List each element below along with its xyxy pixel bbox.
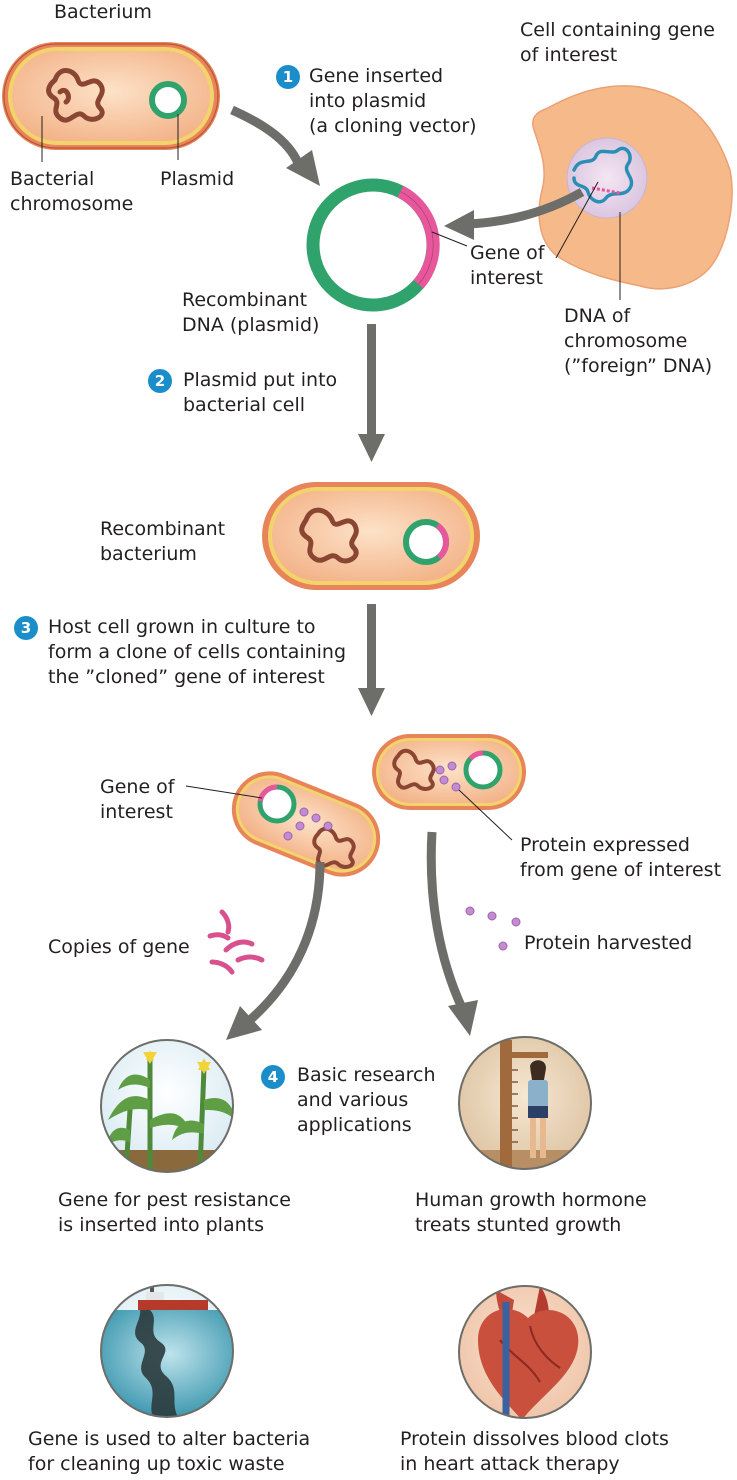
cloned-plasmid-left-icon <box>257 784 297 824</box>
cloned-plasmid-right-icon <box>463 750 503 790</box>
arrow-cell-to-plasmid <box>469 188 585 229</box>
arrow-step3-shaft <box>367 604 376 692</box>
dna-chromosome-label: DNA of chromosome (”foreign” DNA) <box>564 305 713 377</box>
recombinant-chromosome-icon <box>299 507 359 564</box>
nucleus <box>566 137 648 219</box>
growth-hormone-caption: Human growth hormone treats stunted grow… <box>415 1189 647 1236</box>
gene-of-interest-label: Gene of interest <box>470 242 545 289</box>
gene-of-interest-low-label: Gene of interest <box>100 776 175 823</box>
step-4-badge: 4 <box>261 1065 285 1089</box>
blood-clots-caption: Protein dissolves blood clots in heart a… <box>400 1428 669 1475</box>
protein-harvested-label: Protein harvested <box>524 932 693 954</box>
cloned-cell-right <box>372 734 526 810</box>
recombinant-plasmid-small-icon <box>403 519 450 565</box>
recombinant-dna-label: Recombinant DNA (plasmid) <box>182 289 320 336</box>
cloned-cell-left <box>231 771 381 877</box>
recombinant-bacterium-label: Recombinant bacterium <box>100 518 226 565</box>
step-4-text: Basic research and various applications <box>297 1064 436 1136</box>
protein-dots-left <box>283 807 333 841</box>
arrow-cell-to-plasmid-head <box>444 210 474 240</box>
gene-copies-icon <box>207 909 265 975</box>
harvested-protein-icon <box>465 906 521 951</box>
bacterium-label: Bacterium <box>54 1 152 23</box>
arrow-to-applications-left-head <box>226 1006 262 1040</box>
heart-image <box>458 1285 592 1419</box>
plasmid-icon <box>149 81 187 119</box>
arrow-to-applications-left <box>247 861 325 1024</box>
step-1-text: Gene inserted into plasmid (a cloning ve… <box>309 65 477 137</box>
arrow-bacterium-to-plasmid <box>230 105 305 170</box>
pest-resistance-caption: Gene for pest resistance is inserted int… <box>58 1189 291 1236</box>
foreign-dna-icon <box>572 146 634 204</box>
plasmid-label: Plasmid <box>160 168 235 190</box>
bacterial-chromosome-icon <box>46 68 105 123</box>
bacterial-chromosome-label: Bacterial chromosome <box>10 168 134 215</box>
gene-of-interest-pointer <box>431 231 468 247</box>
toxic-waste-caption: Gene is used to alter bacteria for clean… <box>28 1428 311 1475</box>
protein-expressed-pointer <box>458 789 513 841</box>
protein-expressed-label: Protein expressed from gene of interest <box>520 834 722 881</box>
arrow-step2-shaft <box>367 324 376 440</box>
arrow-to-applications-right-head <box>448 1000 478 1036</box>
growth-measurement-image <box>458 1036 592 1170</box>
step-2-badge: 2 <box>148 369 172 393</box>
toxic-waste-sea-image <box>100 1284 234 1418</box>
protein-dots-right <box>435 761 461 792</box>
bacterium-cell <box>2 42 220 150</box>
cloned-chromosome-right-icon <box>392 748 436 791</box>
arrow-step2-head <box>358 434 385 462</box>
arrow-to-applications-right <box>426 831 467 1010</box>
cell-gene-label: Cell containing gene of interest <box>520 19 715 66</box>
step-1-badge: 1 <box>276 65 300 89</box>
copies-of-gene-label: Copies of gene <box>48 936 190 958</box>
step-3-badge: 3 <box>14 616 38 640</box>
dna-pointer-1 <box>555 181 599 259</box>
step-3-text: Host cell grown in culture to form a clo… <box>48 616 347 688</box>
step-2-text: Plasmid put into bacterial cell <box>183 369 338 416</box>
corn-plants-image <box>100 1039 234 1173</box>
arrow-step3-head <box>358 688 385 716</box>
gene-of-interest-low-pointer <box>185 785 263 799</box>
arrow-bacterium-to-plasmid-head <box>286 150 320 186</box>
cloned-chromosome-left-icon <box>312 826 356 869</box>
recombinant-plasmid <box>306 178 440 312</box>
